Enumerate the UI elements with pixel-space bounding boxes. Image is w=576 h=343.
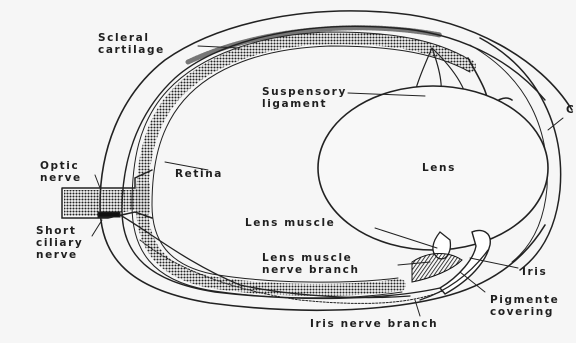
label-pigmented-covering: Pigmente covering <box>490 294 559 318</box>
leader-short-ciliary-nerve <box>92 220 102 236</box>
label-lens: Lens <box>422 162 456 174</box>
label-cornea: C <box>566 104 575 116</box>
label-scleral-cartilage: Scleral cartilage <box>98 32 165 56</box>
label-retina: Retina <box>175 168 223 180</box>
leader-cornea <box>548 118 563 130</box>
label-short-ciliary-nerve: Short ciliary nerve <box>36 225 83 261</box>
label-lens-muscle-nerve-branch: Lens muscle nerve branch <box>262 252 360 276</box>
short-ciliary-nerve-mark <box>98 212 120 217</box>
leader-optic-nerve <box>95 175 100 188</box>
label-iris: Iris <box>522 266 547 278</box>
label-lens-muscle: Lens muscle <box>245 217 335 229</box>
label-suspensory-ligament: Suspensory ligament <box>262 86 347 110</box>
label-optic-nerve: Optic nerve <box>40 160 82 184</box>
label-iris-nerve-branch: Iris nerve branch <box>310 318 438 330</box>
